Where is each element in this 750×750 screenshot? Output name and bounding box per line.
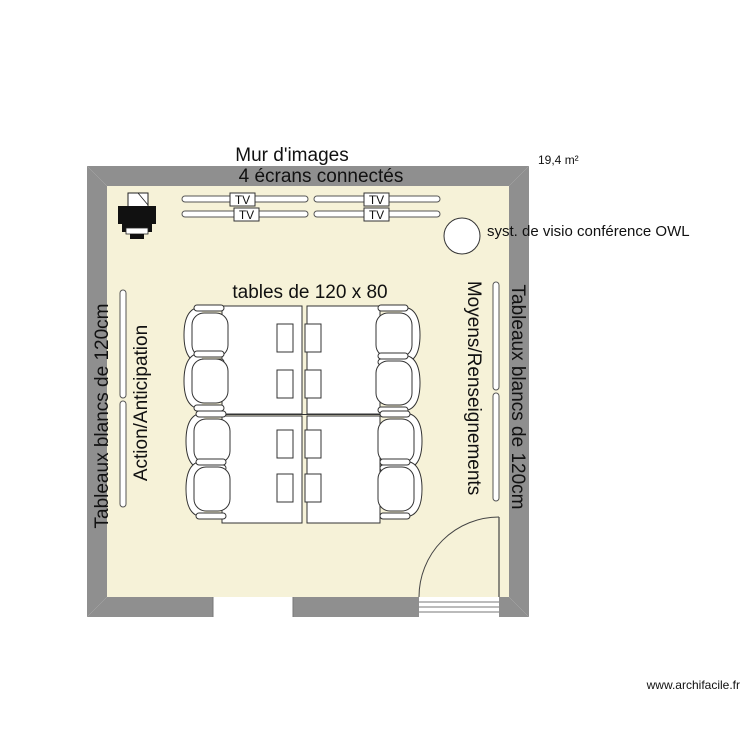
tv-icon: TV bbox=[363, 192, 390, 207]
chair-icon bbox=[185, 458, 231, 520]
owl-camera-icon bbox=[443, 217, 481, 255]
wall-top bbox=[87, 166, 529, 186]
tables-label: tables de 120 x 80 bbox=[232, 282, 387, 303]
whiteboards-right bbox=[492, 281, 500, 502]
chair-icon bbox=[377, 410, 423, 472]
watermark: www.archifacile.fr bbox=[646, 678, 740, 692]
owl-label: syst. de visio conférence OWL bbox=[487, 223, 690, 240]
chair-icon bbox=[183, 304, 229, 366]
printer-icon bbox=[118, 192, 156, 239]
right-wall-label: Tableaux blancs de 120cm bbox=[507, 285, 528, 510]
tv-icon: TV bbox=[233, 207, 260, 222]
right-inner-label: Moyens/Renseignements bbox=[463, 281, 484, 495]
wall-right bbox=[509, 166, 529, 617]
tv-label: TV bbox=[235, 193, 250, 207]
tv-icon: TV bbox=[229, 192, 256, 207]
tv-label: TV bbox=[369, 208, 384, 222]
wall-left bbox=[87, 166, 107, 617]
chair-icon bbox=[183, 350, 229, 412]
door-icon bbox=[418, 516, 500, 617]
laptops bbox=[276, 323, 322, 503]
video-wall-subtitle: 4 écrans connectés bbox=[239, 166, 404, 187]
chair-icon bbox=[375, 352, 421, 414]
tv-icon: TV bbox=[363, 207, 390, 222]
area-label: 19,4 m² bbox=[538, 153, 579, 167]
wall-bottom bbox=[87, 597, 529, 617]
chairs bbox=[183, 304, 423, 520]
tv-label: TV bbox=[239, 208, 254, 222]
walls bbox=[87, 166, 529, 617]
video-wall-title: Mur d'images bbox=[235, 145, 348, 166]
chair-icon bbox=[377, 458, 423, 520]
window-icon bbox=[212, 597, 294, 617]
tables bbox=[221, 305, 381, 524]
tv-label: TV bbox=[369, 193, 384, 207]
left-wall-label: Tableaux blancs de 120cm bbox=[92, 304, 113, 529]
left-inner-label: Action/Anticipation bbox=[131, 325, 152, 481]
whiteboards-left bbox=[119, 289, 127, 508]
